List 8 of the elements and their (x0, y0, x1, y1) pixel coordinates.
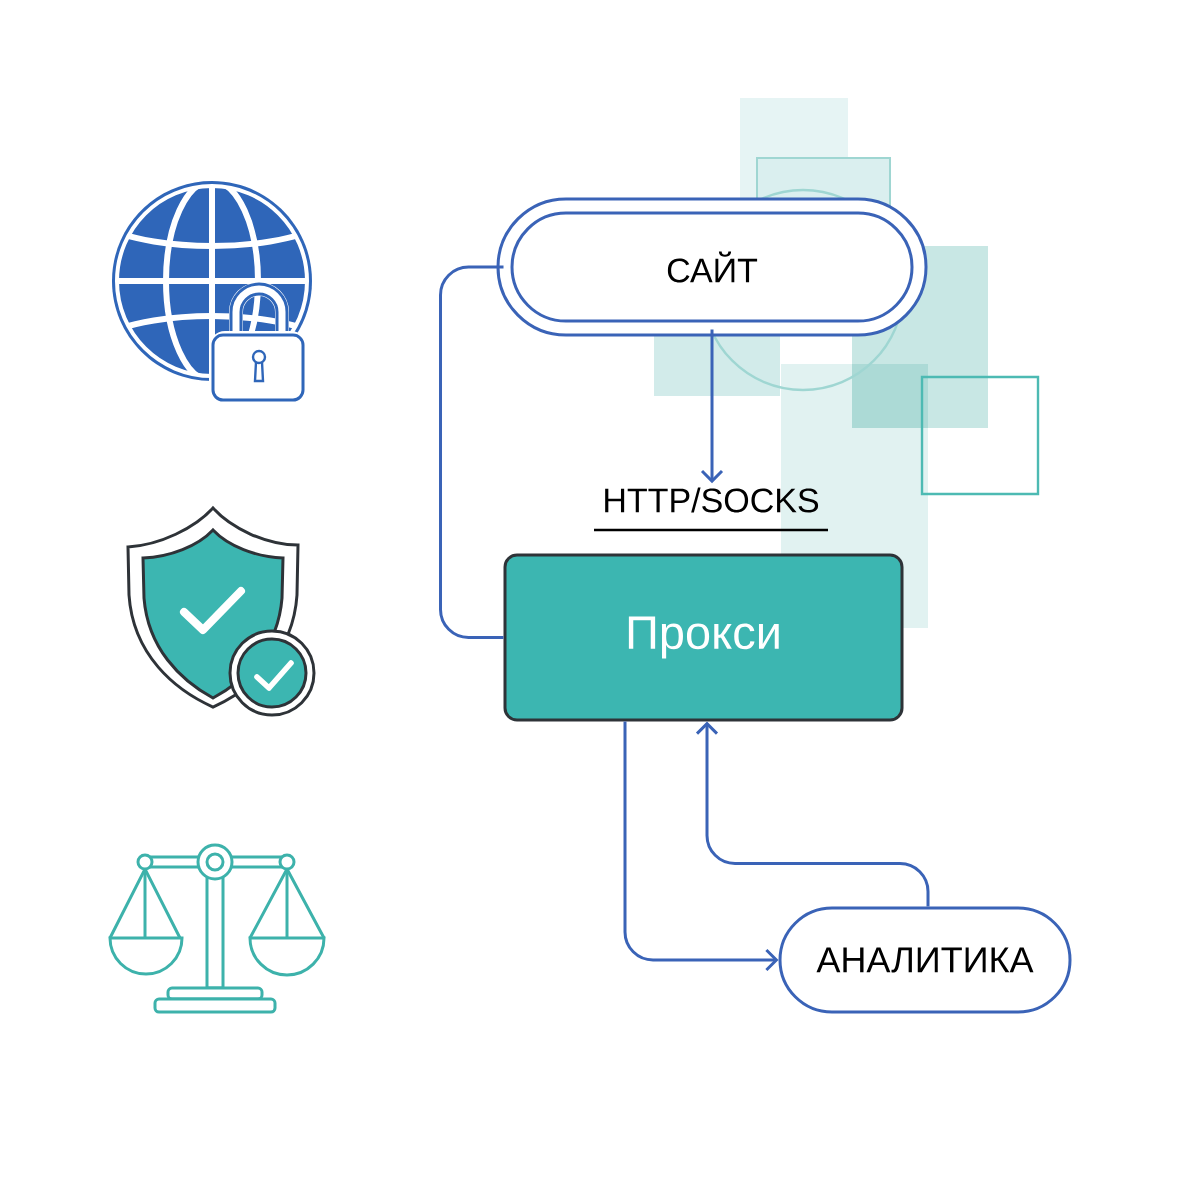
arrow (700, 329, 724, 484)
connector-line (439, 265, 504, 639)
arrow (623, 721, 779, 972)
process-box: Прокси (503, 553, 904, 722)
protocol-label: HTTP/SOCKS (605, 487, 819, 513)
pill-box: АНАЛИТИКА (778, 906, 1072, 1014)
arrow (695, 721, 930, 907)
pill-box: САЙТ (496, 197, 928, 337)
